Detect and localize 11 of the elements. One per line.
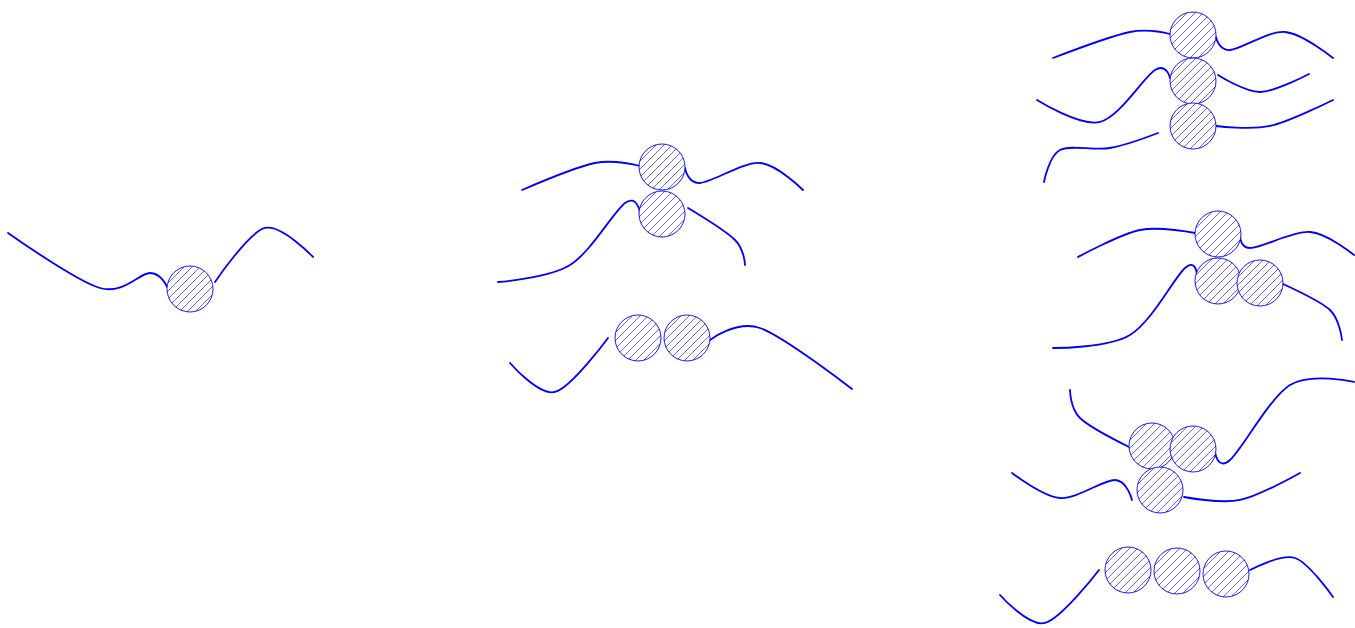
hatched-circle: [638, 190, 686, 238]
hatched-circle: [1169, 102, 1217, 150]
hatched-circle: [1194, 210, 1242, 258]
hatched-circle: [663, 314, 711, 362]
hatched-circle: [1236, 259, 1284, 307]
hatched-circle: [1202, 550, 1250, 598]
hatched-circle: [1169, 57, 1217, 105]
hatched-circle: [1169, 11, 1217, 59]
hatched-circle: [1136, 466, 1184, 514]
hatched-circle: [166, 265, 214, 313]
hatched-circle: [638, 143, 686, 191]
